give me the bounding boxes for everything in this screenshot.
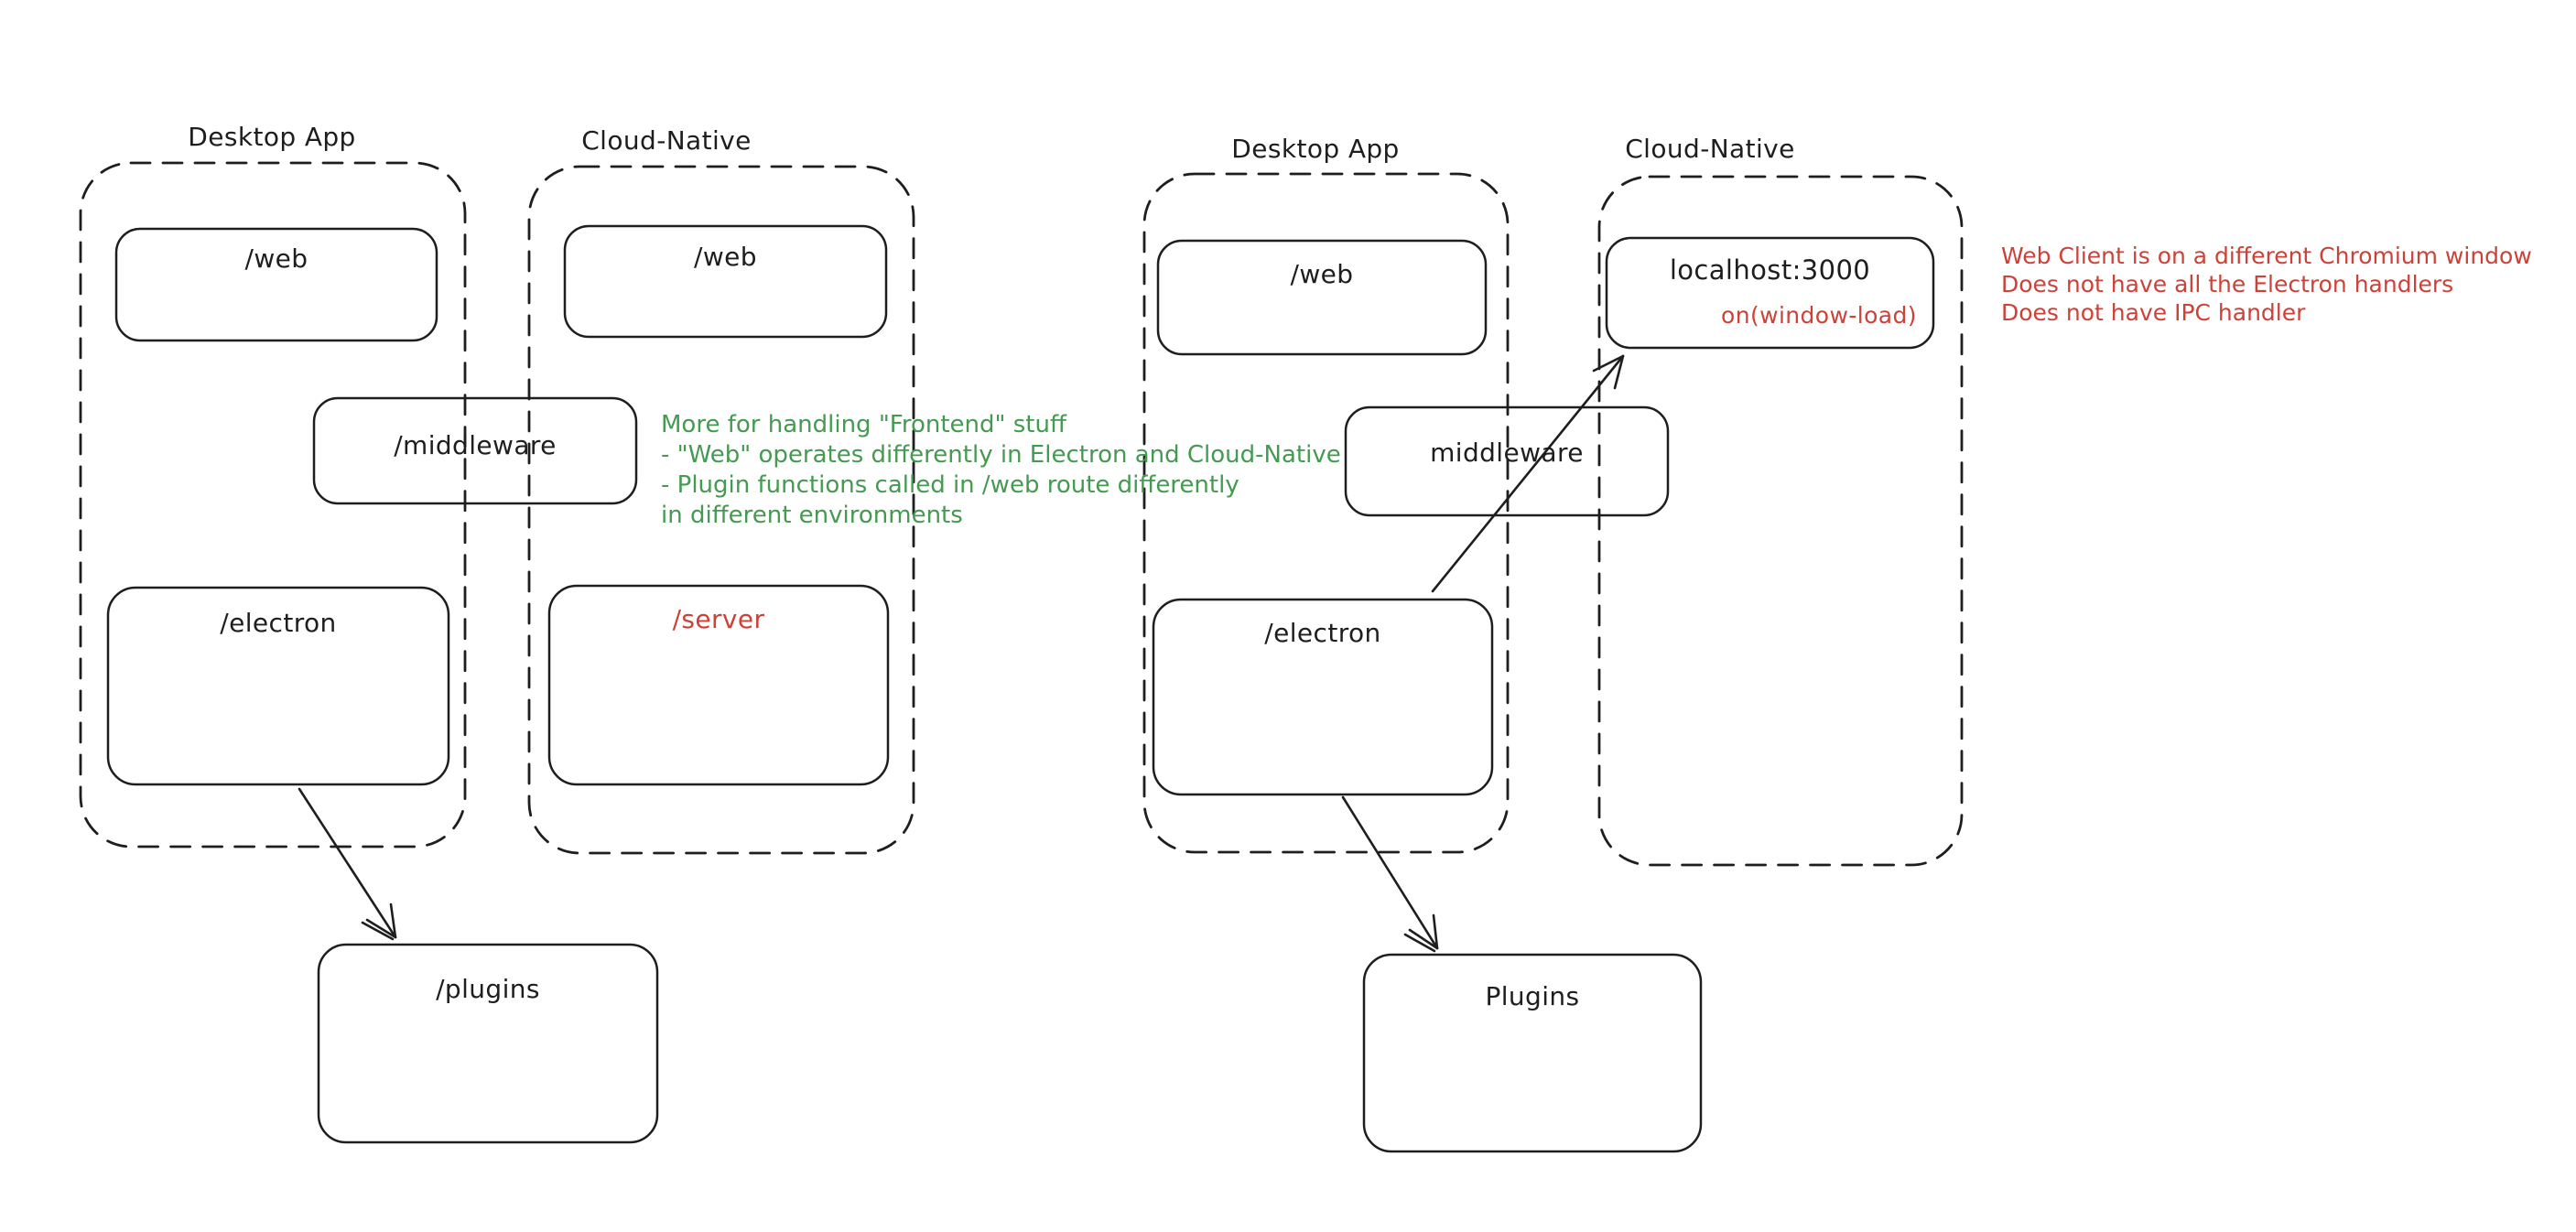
left-electron-label: /electron bbox=[220, 608, 337, 638]
right-red-note-line-1: Web Client is on a different Chromium wi… bbox=[2001, 243, 2532, 269]
left-electron-to-plugins-arrow bbox=[298, 787, 397, 941]
right-red-note: Web Client is on a different Chromium wi… bbox=[2001, 242, 2532, 327]
left-electron-box bbox=[106, 586, 450, 786]
right-middleware-box bbox=[1344, 405, 1670, 517]
right-localhost-label: localhost:3000 bbox=[1669, 254, 1871, 286]
left-web-cloud-label: /web bbox=[694, 242, 757, 272]
right-desktop-app-container bbox=[1142, 172, 1510, 854]
left-green-note-line-1: More for handling "Frontend" stuff bbox=[661, 411, 1066, 438]
right-plugins-box bbox=[1362, 953, 1703, 1153]
left-plugins-label: /plugins bbox=[436, 974, 540, 1004]
right-desktop-app-title: Desktop App bbox=[1231, 134, 1400, 164]
right-cloud-native-title: Cloud-Native bbox=[1625, 134, 1795, 164]
left-web-cloud-box bbox=[563, 224, 888, 339]
left-cloud-native-title: Cloud-Native bbox=[581, 125, 752, 156]
left-green-note: More for handling "Frontend" stuff - "We… bbox=[661, 410, 1341, 531]
left-desktop-app-title: Desktop App bbox=[188, 122, 356, 152]
right-electron-box bbox=[1152, 598, 1494, 796]
right-web-box bbox=[1156, 239, 1488, 356]
left-server-box bbox=[547, 584, 890, 786]
left-green-note-line-4: in different environments bbox=[661, 502, 963, 529]
left-cloud-native-container bbox=[527, 165, 915, 855]
left-web-desktop-label: /web bbox=[244, 243, 308, 274]
left-green-note-line-2: - "Web" operates differently in Electron… bbox=[661, 441, 1341, 469]
right-plugins-label: Plugins bbox=[1485, 981, 1580, 1011]
right-localhost-box bbox=[1605, 236, 1935, 350]
right-middleware-label: middleware bbox=[1430, 438, 1584, 468]
right-red-note-line-2: Does not have all the Electron handlers bbox=[2001, 271, 2454, 297]
left-middleware-box bbox=[312, 396, 638, 505]
right-electron-to-localhost-arrow bbox=[1431, 354, 1625, 593]
right-electron-label: /electron bbox=[1264, 618, 1381, 648]
left-desktop-app-container bbox=[79, 161, 467, 848]
left-web-desktop-box bbox=[114, 227, 438, 342]
right-window-load-label: on(window-load) bbox=[1721, 302, 1917, 329]
right-electron-to-plugins-arrow bbox=[1341, 795, 1439, 953]
right-red-note-line-3: Does not have IPC handler bbox=[2001, 299, 2306, 326]
right-cloud-native-container bbox=[1597, 175, 1964, 867]
right-web-label: /web bbox=[1290, 259, 1354, 289]
left-server-label: /server bbox=[672, 604, 765, 634]
left-plugins-box bbox=[317, 943, 659, 1144]
left-middleware-label: /middleware bbox=[394, 430, 557, 460]
left-green-note-line-3: - Plugin functions called in /web route … bbox=[661, 471, 1239, 499]
